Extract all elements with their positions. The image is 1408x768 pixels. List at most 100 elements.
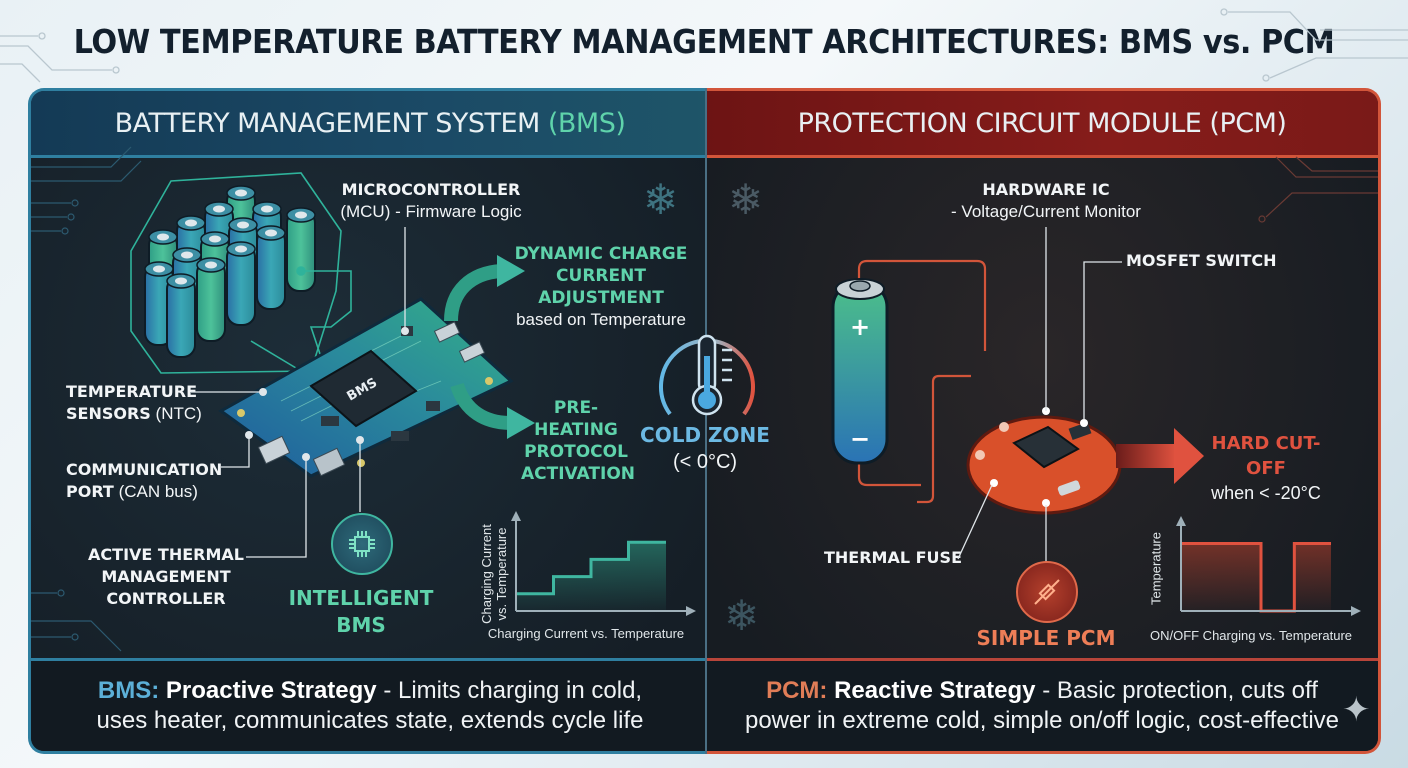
thermometer-icon [659, 334, 755, 416]
dynamic-charge-line3: based on Temperature [516, 310, 686, 329]
fuse-icon [1016, 561, 1078, 623]
temperature-sensor-title: TEMPERATURE [66, 382, 198, 401]
mcu-label: MICROCONTROLLER (MCU) - Firmware Logic [331, 179, 531, 223]
simple-pcm-label: SIMPLE PCM [966, 581, 1126, 649]
bms-footer-key: BMS: [97, 677, 160, 704]
mcu-leader-line [401, 227, 409, 335]
intelligent-bms-line2: BMS [336, 613, 386, 637]
mcu-label-sub: (MCU) - Firmware Logic [340, 202, 522, 221]
hardware-ic-sub: - Voltage/Current Monitor [951, 202, 1141, 221]
chart2-xlabel: ON/OFF Charging vs. Temperature [1149, 628, 1353, 643]
mosfet-label: MOSFET SWITCH [1126, 250, 1277, 272]
dynamic-charge-line1: DYNAMIC CHARGE [514, 244, 688, 264]
pcm-footer: PCM: Reactive Strategy - Basic protectio… [706, 658, 1378, 751]
dynamic-charge-label: DYNAMIC CHARGE CURRENT ADJUSTMENT based … [501, 243, 701, 331]
pre-heating-line2: PROTOCOL [524, 442, 628, 462]
hardware-ic-label: HARDWARE IC - Voltage/Current Monitor [946, 179, 1146, 223]
hard-cutoff-label: HARD CUT-OFF when < -20°C [1196, 431, 1336, 505]
thermal-fuse-title: THERMAL FUSE [824, 548, 962, 567]
temperature-sensor-sub: (NTC) [155, 404, 202, 423]
intelligent-bms-label: INTELLIGENT BMS [281, 585, 441, 639]
battery-cell [166, 273, 196, 358]
hard-cutoff-title: HARD CUT-OFF [1211, 433, 1321, 479]
main-title: LOW TEMPERATURE BATTERY MANAGEMENT ARCHI… [73, 22, 1335, 61]
bms-footer: BMS: Proactive Strategy - Limits chargin… [31, 658, 709, 751]
bms-panel: BATTERY MANAGEMENT SYSTEM (BMS) [28, 88, 709, 754]
snowflake-icon: ❄ [724, 592, 760, 639]
thermal-fuse-leader [957, 484, 993, 560]
chart1-ylabel-line1: Charging Current [479, 524, 494, 624]
circuit-trace-decoration-left [0, 32, 120, 83]
chip-icon [331, 513, 393, 575]
bms-footer-strategy: Proactive Strategy [165, 677, 377, 704]
thermal-controller-line2: MANAGEMENT [101, 567, 231, 586]
cold-zone-label: COLD ZONE (< 0°C) [630, 422, 780, 475]
cold-zone-title: COLD ZONE [640, 423, 770, 447]
dynamic-charge-line2: CURRENT ADJUSTMENT [538, 266, 664, 308]
hardware-ic-leader [1045, 227, 1047, 411]
battery-cell [196, 257, 226, 342]
bms-header-title: BATTERY MANAGEMENT SYSTEM [114, 107, 541, 139]
pre-heating-label: PRE-HEATING PROTOCOL ACTIVATION [521, 397, 635, 485]
battery-pack-illustration [130, 172, 342, 374]
temperature-sensor-leader [191, 388, 267, 396]
mosfet-title: MOSFET SWITCH [1126, 251, 1277, 270]
pre-heating-line1: PRE-HEATING [534, 398, 618, 440]
simple-pcm-leader [1045, 505, 1047, 565]
snowflake-icon: ❄ [643, 176, 679, 223]
snowflake-icon: ❄ [728, 176, 764, 223]
on-off-charging-chart [1176, 516, 1361, 616]
hard-cutoff-sub: when < -20°C [1211, 483, 1321, 503]
temperature-sensor-label: TEMPERATURE SENSORS (NTC) [66, 381, 202, 425]
circuit-trace-decoration-right [1220, 8, 1408, 82]
communication-port-label: COMMUNICATION PORT (CAN bus) [66, 459, 222, 503]
circuit-trace-decoration [31, 146, 142, 235]
communication-port-sub: (CAN bus) [118, 482, 198, 501]
simple-pcm-title: SIMPLE PCM [976, 626, 1116, 650]
bms-panel-header: BATTERY MANAGEMENT SYSTEM (BMS) [31, 91, 709, 158]
communication-port-title: COMMUNICATION [66, 460, 223, 479]
thermal-controller-leader [246, 453, 310, 558]
chart-axes [1180, 520, 1355, 612]
thermal-fuse-label: THERMAL FUSE [824, 547, 962, 569]
communication-port-leader [221, 431, 253, 468]
circuit-trace-decoration [31, 589, 122, 652]
charging-current-chart [511, 511, 696, 616]
pcm-footer-line2: power in extreme cold, simple on/off log… [744, 707, 1340, 734]
chart1-xlabel: Charging Current vs. Temperature [487, 626, 685, 641]
pcm-footer-key: PCM: [766, 677, 828, 704]
pcm-panel: PROTECTION CIRCUIT MODULE (PCM) ❄ ❄ + − [706, 88, 1381, 754]
dynamic-charge-arrow-icon [444, 255, 525, 322]
pcm-panel-header: PROTECTION CIRCUIT MODULE (PCM) [706, 91, 1378, 158]
cold-zone-sub: (< 0°C) [672, 451, 738, 473]
battery-plus-sign: + [850, 313, 870, 341]
thermal-controller-line3: CONTROLLER [106, 589, 226, 608]
pre-heating-line3: ACTIVATION [521, 464, 635, 484]
bms-footer-line2: uses heater, communicates state, extends… [96, 707, 644, 734]
battery-to-board-trace [917, 374, 971, 504]
pcm-footer-strategy: Reactive Strategy [834, 677, 1036, 704]
mosfet-leader [1083, 261, 1122, 419]
battery-cell-illustration: + − [831, 259, 987, 487]
center-divider [705, 88, 707, 754]
mcu-chip: BMS [309, 349, 418, 428]
communication-port-sub-bold: PORT [66, 482, 114, 501]
battery-cell [256, 225, 286, 310]
chart-axes [515, 515, 690, 612]
sparkle-icon: ✦ [1342, 691, 1371, 729]
bms-header-accent: (BMS) [547, 107, 626, 139]
thermal-controller-line1: ACTIVE THERMAL [88, 545, 244, 564]
chart1-ylabel: Charging Current vs. Temperature [479, 519, 509, 629]
chart2-ylabel: Temperature [1148, 532, 1164, 605]
temperature-sensor-sub-bold: SENSORS [66, 404, 151, 423]
mcu-label-title: MICROCONTROLLER [341, 180, 521, 199]
pcm-header-title: PROTECTION CIRCUIT MODULE (PCM) [797, 107, 1287, 139]
chart-area-fill [1181, 543, 1331, 611]
bms-circuit-board: BMS [218, 297, 514, 478]
circuit-trace-decoration [1258, 156, 1378, 223]
pre-heating-arrow-icon [450, 382, 535, 439]
hardware-ic-title: HARDWARE IC [982, 180, 1110, 199]
battery-minus-sign: − [850, 425, 870, 453]
intelligent-bms-line1: INTELLIGENT [288, 586, 434, 610]
pack-to-board-traces [250, 266, 352, 372]
